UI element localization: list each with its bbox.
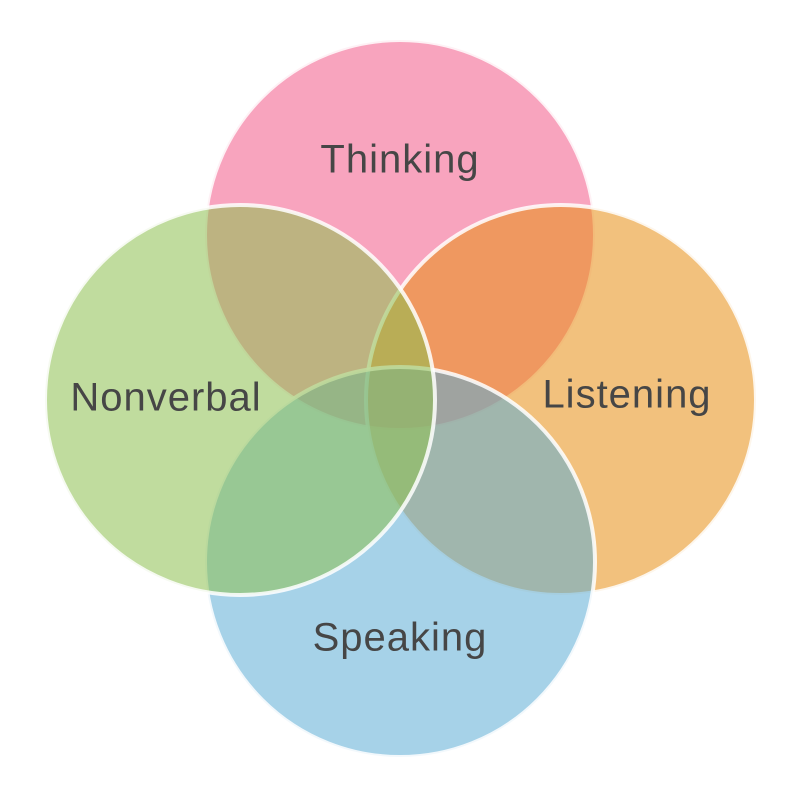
nonverbal-circle <box>43 203 437 597</box>
speaking-label: Speaking <box>312 615 488 660</box>
nonverbal-label: Nonverbal <box>70 375 262 420</box>
listening-label: Listening <box>542 372 712 417</box>
thinking-label: Thinking <box>320 137 480 182</box>
